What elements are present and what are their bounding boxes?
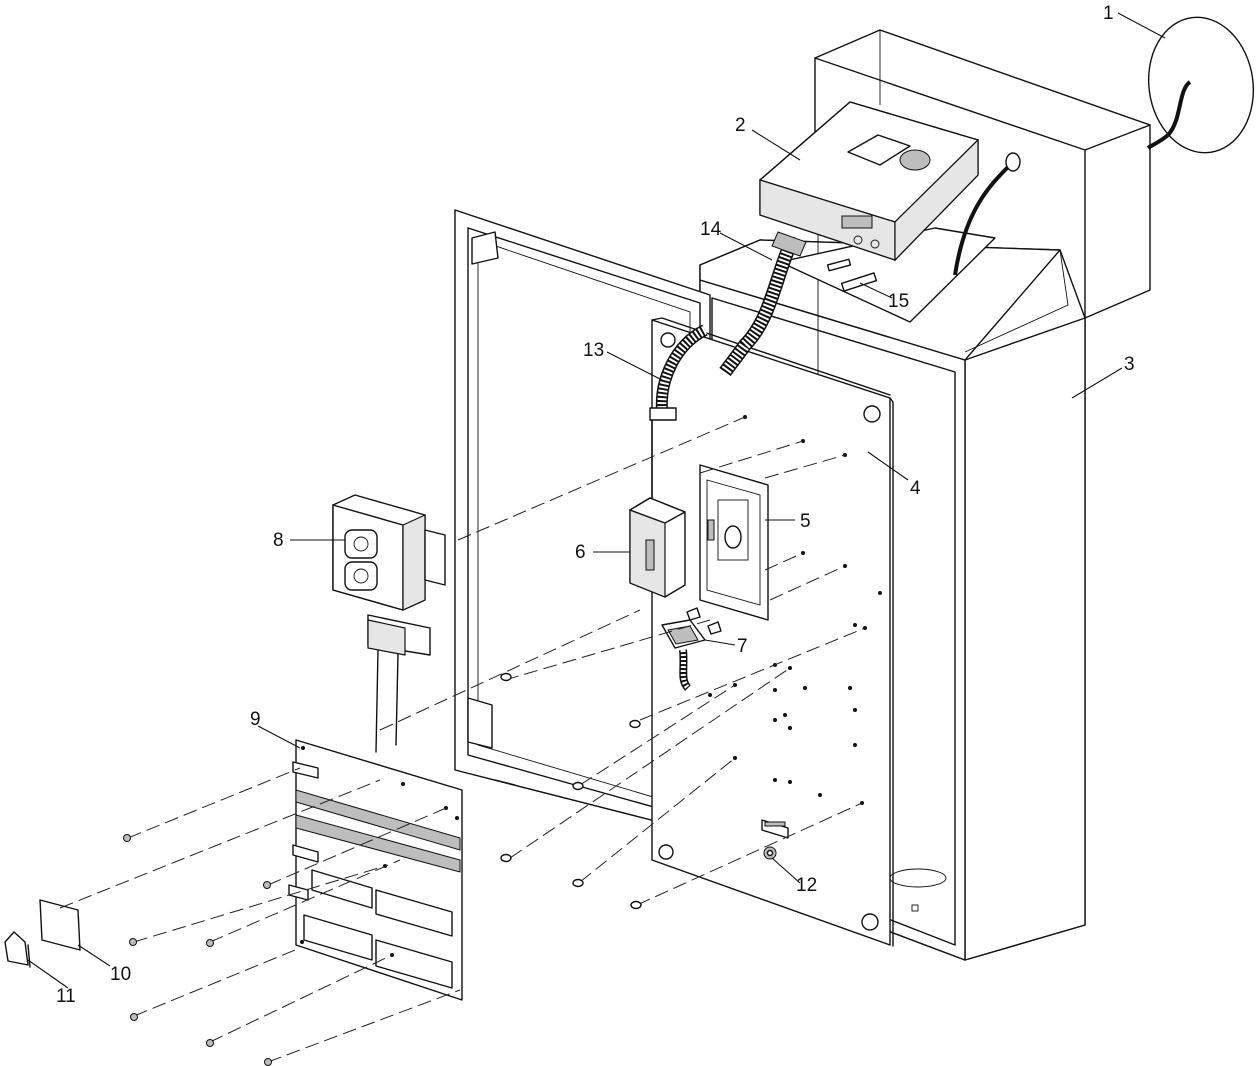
- callout-4: 4: [910, 478, 921, 499]
- outlet-box: [332, 494, 446, 753]
- mounting-bracket: [699, 464, 769, 621]
- ribbon-cables: [649, 231, 807, 501]
- screws: [123, 672, 642, 1066]
- terminal-board: [288, 739, 463, 1001]
- enclosure-door: [454, 209, 711, 836]
- callout-5: 5: [800, 511, 811, 532]
- callout-2: 2: [735, 115, 746, 136]
- callout-labels: 1 2 3 4 5 6 7 8 9 10 11 12 13 14 15: [56, 3, 1135, 1007]
- key-tag: [4, 931, 31, 968]
- power-cable: [953, 152, 1021, 276]
- callout-1: 1: [1103, 3, 1114, 24]
- callout-9: 9: [250, 709, 261, 730]
- callout-leaders: [27, 12, 1166, 989]
- explode-lines: [59, 416, 866, 1063]
- callout-10: 10: [110, 964, 131, 985]
- callout-13: 13: [583, 340, 604, 361]
- label-tag: [39, 899, 81, 951]
- callout-8: 8: [273, 530, 284, 551]
- callout-15: 15: [888, 291, 909, 312]
- controller-unit: [759, 101, 979, 449]
- terminal-connector: [661, 607, 722, 691]
- callout-6: 6: [575, 542, 586, 563]
- signal-module: [629, 497, 686, 598]
- rain-hood-disc: [1146, 16, 1255, 154]
- callout-14: 14: [700, 219, 722, 240]
- fuses: [826, 258, 878, 292]
- callout-12: 12: [796, 875, 817, 896]
- callout-7: 7: [737, 636, 748, 657]
- callout-3: 3: [1124, 354, 1135, 375]
- callout-11: 11: [56, 986, 76, 1007]
